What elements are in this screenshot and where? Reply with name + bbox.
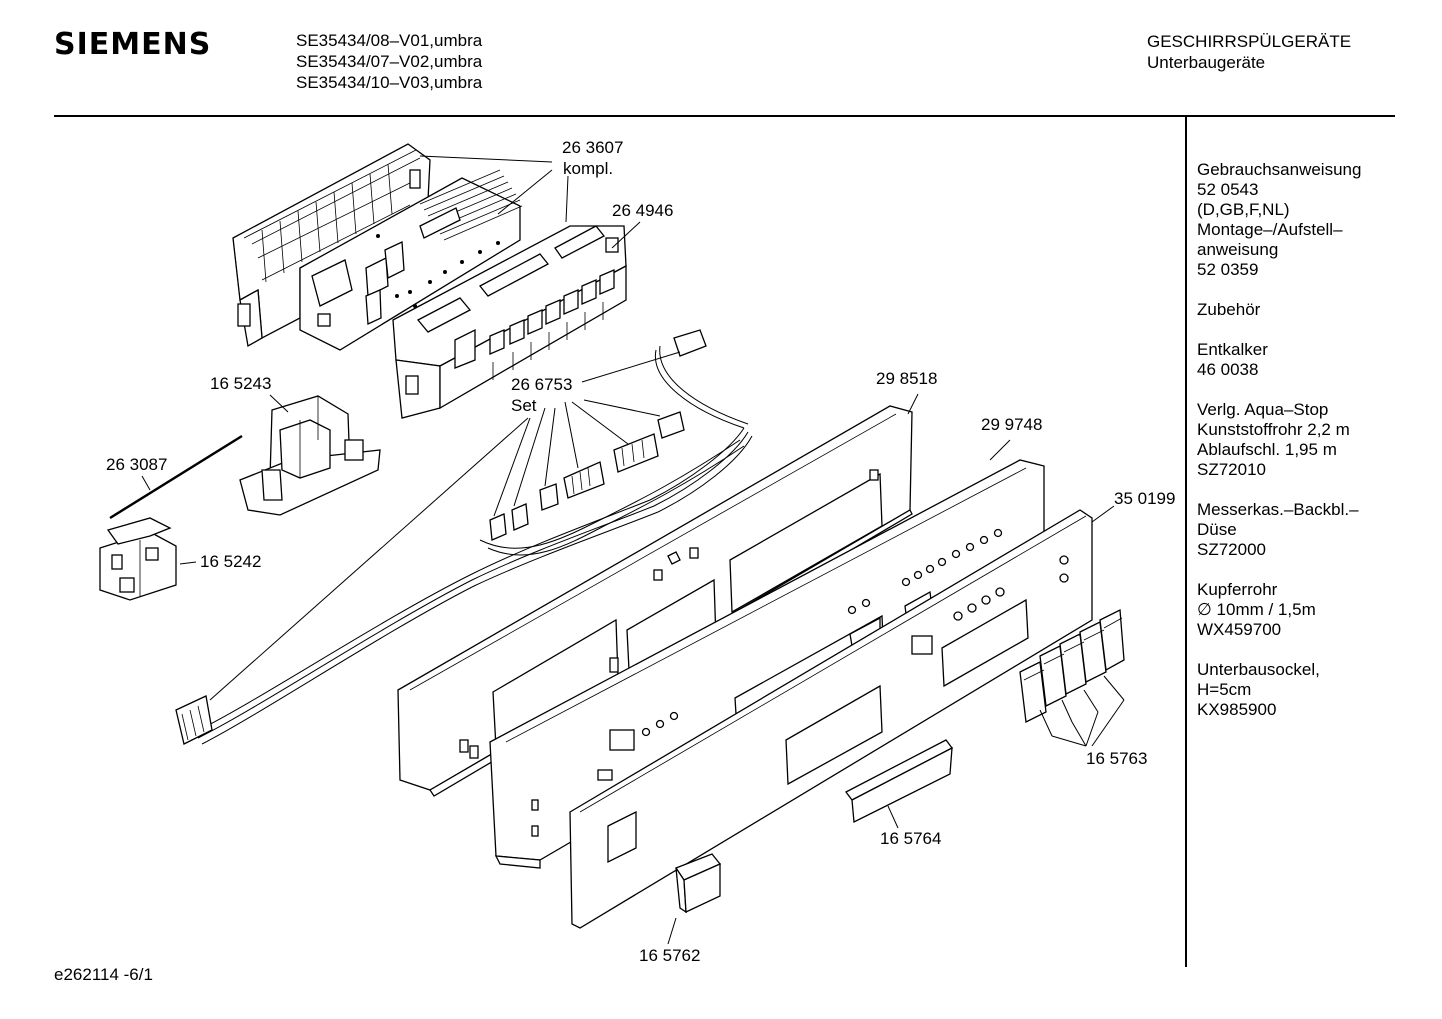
part-label-165242: 16 5242 [200, 552, 261, 571]
model-line: SE35434/08–V01,umbra [296, 31, 483, 50]
switch-housing-drawing [239, 395, 381, 516]
part-label-165764: 16 5764 [880, 829, 941, 848]
sidebar-group-accessories: Zubehör [1197, 300, 1437, 320]
part-label-263607-note: kompl. [563, 159, 613, 178]
sidebar-line: (D,GB,F,NL) [1197, 200, 1290, 219]
sidebar-line: SZ72000 [1197, 540, 1266, 559]
part-label-350199: 35 0199 [1114, 489, 1175, 508]
leader-lines [141, 155, 1125, 945]
part-label-165762: 16 5762 [639, 946, 700, 965]
sidebar-line: SZ72010 [1197, 460, 1266, 479]
sidebar-line: Zubehör [1197, 300, 1261, 319]
sidebar-line: H=5cm [1197, 680, 1252, 699]
model-list: SE35434/08–V01,umbra SE35434/07–V02,umbr… [296, 30, 482, 93]
wiring-harness-drawing [175, 329, 753, 745]
sidebar-line: ∅ 10mm / 1,5m [1197, 600, 1316, 619]
category-line: Unterbaugeräte [1147, 53, 1266, 72]
sidebar-line: Kunststoffrohr 2,2 m [1197, 420, 1350, 439]
part-label-264946: 26 4946 [612, 201, 673, 220]
sidebar-group-plinth: Unterbausockel, H=5cm KX985900 [1197, 660, 1437, 720]
sidebar-group-aquastop: Verlg. Aqua–Stop Kunststoffrohr 2,2 m Ab… [1197, 400, 1437, 480]
sidebar-line: WX459700 [1197, 620, 1282, 639]
module-housing-drawing [232, 143, 431, 348]
sidebar-line: Düse [1197, 520, 1237, 539]
sidebar-line: Unterbausockel, [1197, 660, 1320, 679]
part-label-299748: 29 9748 [981, 415, 1042, 434]
fascia-panel-drawing [569, 509, 1093, 929]
part-label-165243: 16 5243 [210, 374, 271, 393]
sidebar-group-nozzle: Messerkas.–Backbl.– Düse SZ72000 [1197, 500, 1437, 560]
circuit-board-drawing [299, 169, 523, 351]
part-label-263087: 26 3087 [106, 455, 167, 474]
part-label-266753-note: Set [511, 396, 537, 415]
sidebar-line: Ablaufschl. 1,95 m [1197, 440, 1337, 459]
drawing-code: e262114 -6/1 [54, 965, 153, 984]
sidebar-line: 52 0359 [1197, 260, 1259, 279]
accessory-sidebar: Gebrauchsanweisung 52 0543 (D,GB,F,NL) M… [1197, 160, 1437, 740]
door-switch-drawing [99, 517, 177, 601]
sidebar-line: Gebrauchsanweisung [1197, 160, 1362, 179]
category-line: GESCHIRRSPÜLGERÄTE [1147, 32, 1352, 51]
knob-drawing [675, 853, 722, 914]
sidebar-line: 52 0543 [1197, 180, 1259, 199]
part-label-263607: 26 3607 [562, 138, 623, 157]
header-divider [54, 115, 1395, 117]
sidebar-group-descaler: Entkalker 46 0038 [1197, 340, 1437, 380]
trim-strip-drawing [845, 739, 953, 824]
sidebar-group-copper-pipe: Kupferrohr ∅ 10mm / 1,5m WX459700 [1197, 580, 1437, 640]
brand-logo: SIEMENS [54, 27, 212, 62]
sidebar-line: Messerkas.–Backbl.– [1197, 500, 1359, 519]
sidebar-line: Entkalker [1197, 340, 1268, 359]
sidebar-line: anweisung [1197, 240, 1279, 259]
sidebar-group-manual: Gebrauchsanweisung 52 0543 (D,GB,F,NL) M… [1197, 160, 1437, 280]
model-line: SE35434/10–V03,umbra [296, 73, 483, 92]
sidebar-line: KX985900 [1197, 700, 1277, 719]
sidebar-line: Verlg. Aqua–Stop [1197, 400, 1329, 419]
part-label-266753: 26 6753 [511, 375, 572, 394]
rod-drawing [109, 434, 243, 520]
sidebar-line: Montage–/Aufstell– [1197, 220, 1343, 239]
part-label-165763: 16 5763 [1086, 749, 1147, 768]
model-line: SE35434/07–V02,umbra [296, 52, 483, 71]
push-buttons-drawing [1019, 608, 1125, 723]
button-block-drawing [392, 225, 627, 419]
part-label-298518: 29 8518 [876, 369, 937, 388]
product-category: GESCHIRRSPÜLGERÄTE Unterbaugeräte [1147, 31, 1351, 73]
sidebar-line: 46 0038 [1197, 360, 1259, 379]
sidebar-divider [1185, 117, 1187, 967]
sidebar-line: Kupferrohr [1197, 580, 1278, 599]
